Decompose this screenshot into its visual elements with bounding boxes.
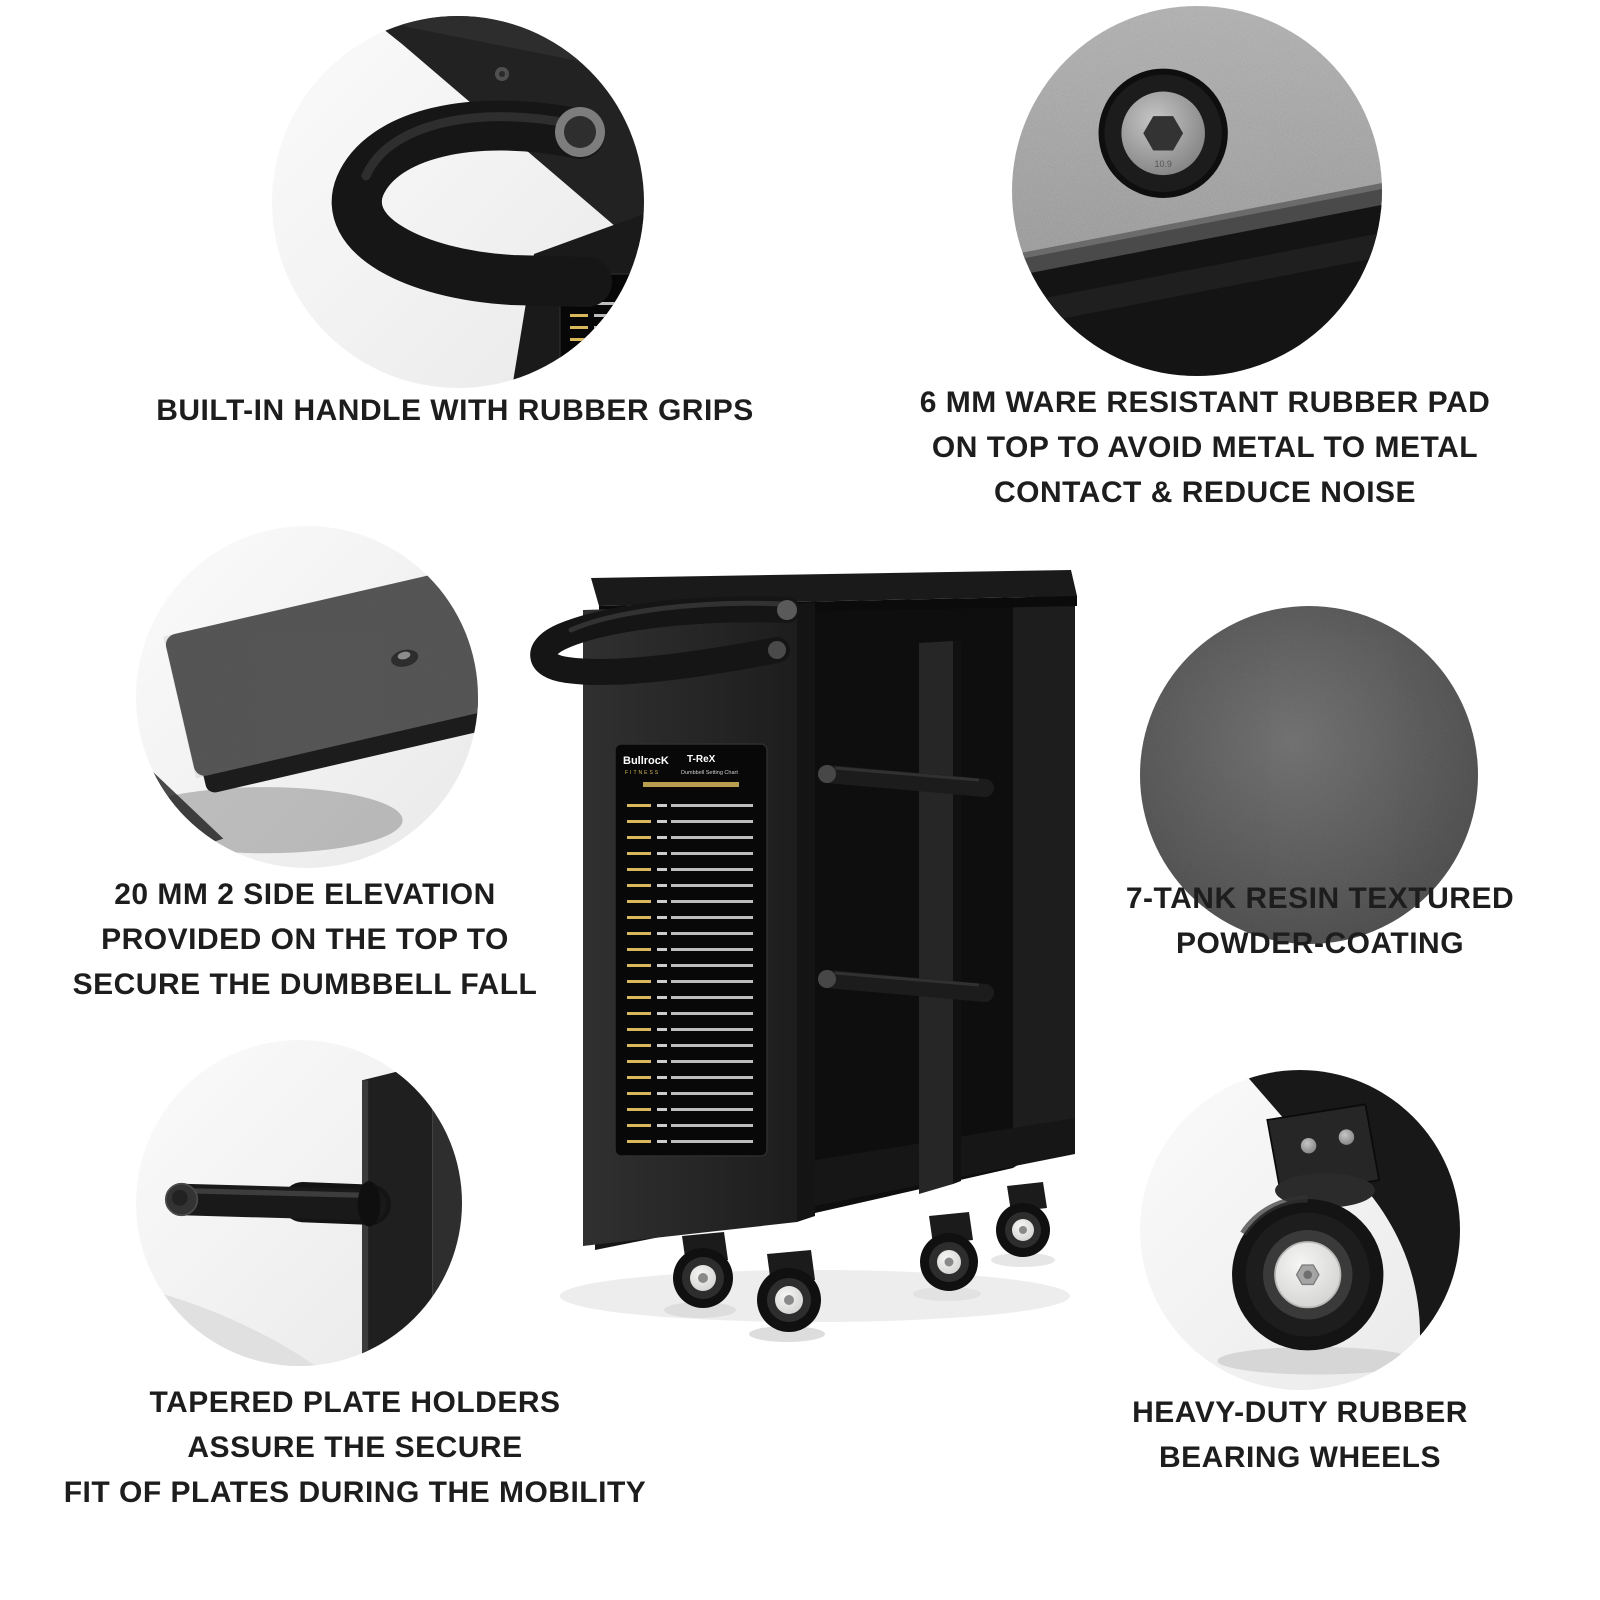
caster-wheel <box>991 1182 1055 1267</box>
feature-label-handle: BUILT-IN HANDLE WITH RUBBER GRIPS <box>90 388 820 433</box>
feature-photo-wheel <box>1140 1070 1460 1390</box>
dumbbell-cart: BullrocK FITNESS T-ReX Dumbbell Setting … <box>530 570 1077 1342</box>
handle-grip-photo: T-ReX <box>272 16 644 388</box>
feature-label-line: BEARING WHEELS <box>1158 1441 1441 1474</box>
brand-tagline-text: FITNESS <box>625 770 660 776</box>
tapered-plate-peg <box>164 1181 392 1227</box>
brand-text: BullrocK <box>623 755 669 767</box>
feature-photo-plate-holder <box>136 1040 462 1366</box>
rubber-wheel <box>1232 1195 1384 1351</box>
feature-photo-handle-grip: T-ReX <box>272 16 644 388</box>
feature-label-line: 6 MM WARE RESISTANT RUBBER PAD <box>919 386 1491 419</box>
plate-holder-peg-bottom <box>818 970 994 1002</box>
caster-wheel <box>913 1212 981 1301</box>
caution-strip <box>643 782 739 787</box>
caster-wheel <box>664 1232 736 1318</box>
pad-front-edge <box>202 674 478 793</box>
feature-label-line: POWDER-COATING <box>1175 927 1465 960</box>
feature-photo-powder-coating <box>1140 606 1478 944</box>
plate-holder-photo <box>136 1040 462 1366</box>
chart-rows <box>621 794 761 1150</box>
feature-label-line: ON TOP TO AVOID METAL TO METAL <box>931 431 1479 464</box>
powder-coating-photo <box>1140 606 1478 944</box>
dumbbell-setting-chart-label: BullrocK FITNESS T-ReX Dumbbell Setting … <box>614 743 768 1157</box>
cart-right-wall <box>1013 590 1075 1168</box>
peg-mount <box>357 1181 381 1227</box>
feature-label-line: HEAVY-DUTY RUBBER <box>1132 1396 1468 1429</box>
recessed-bolt: 10.9 <box>1098 68 1228 198</box>
feature-label-coating: 7-TANK RESIN TEXTURED POWDER-COATING <box>1090 876 1550 966</box>
hex-socket <box>1143 116 1184 151</box>
feature-label-elevation: 20 MM 2 SIDE ELEVATION PROVIDED ON THE T… <box>20 872 590 1007</box>
rubber-pad-corner <box>165 547 478 793</box>
caster-bracket <box>1266 1103 1381 1208</box>
rubber-grip-handle <box>331 100 612 307</box>
model-text: T-ReX <box>687 754 716 765</box>
bracket-bolt <box>1300 1137 1317 1154</box>
bolt-marking-text: 10.9 <box>1154 159 1171 169</box>
feature-label-rubber-pad: 6 MM WARE RESISTANT RUBBER PAD ON TOP TO… <box>860 380 1550 515</box>
plate-holder-peg-top <box>818 765 994 797</box>
feature-label-line: BUILT-IN HANDLE WITH RUBBER GRIPS <box>156 394 754 427</box>
feature-photo-rubber-pad: 10.9 <box>1012 6 1382 376</box>
feature-label-wheels: HEAVY-DUTY RUBBER BEARING WHEELS <box>1060 1390 1540 1480</box>
cart-interior <box>815 600 1013 1213</box>
feature-label-line: 20 MM 2 SIDE ELEVATION <box>114 878 496 911</box>
center-post <box>919 640 961 1194</box>
floor-shadow <box>1217 1346 1416 1375</box>
wheel-photo <box>1140 1070 1460 1390</box>
product-photo-cart: BullrocK FITNESS T-ReX Dumbbell Setting … <box>515 548 1095 1348</box>
top-elevation-photo <box>136 526 478 868</box>
feature-label-line: SECURE THE DUMBBELL FALL <box>72 968 538 1001</box>
caster-wheel <box>749 1250 825 1342</box>
feature-photo-top-elevation <box>136 526 478 868</box>
cart-base-corner <box>1241 1070 1460 1390</box>
feature-label-plate-holders: TAPERED PLATE HOLDERS ASSURE THE SECURE … <box>10 1380 700 1515</box>
feature-label-line: PROVIDED ON THE TOP TO <box>101 923 509 956</box>
feature-label-line: TAPERED PLATE HOLDERS <box>149 1386 561 1419</box>
feature-label-line: 7-TANK RESIN TEXTURED <box>1125 882 1515 915</box>
bracket-bolt <box>1338 1129 1355 1145</box>
feature-label-line: FIT OF PLATES DURING THE MOBILITY <box>63 1476 647 1509</box>
pad-edge <box>1012 183 1382 376</box>
feature-label-line: ASSURE THE SECURE <box>187 1431 523 1464</box>
feature-label-line: CONTACT & REDUCE NOISE <box>993 476 1417 509</box>
rubber-pad-photo: 10.9 <box>1012 6 1382 376</box>
chart-title-text: Dumbbell Setting Chart <box>681 770 738 776</box>
cart-handle <box>530 596 800 685</box>
